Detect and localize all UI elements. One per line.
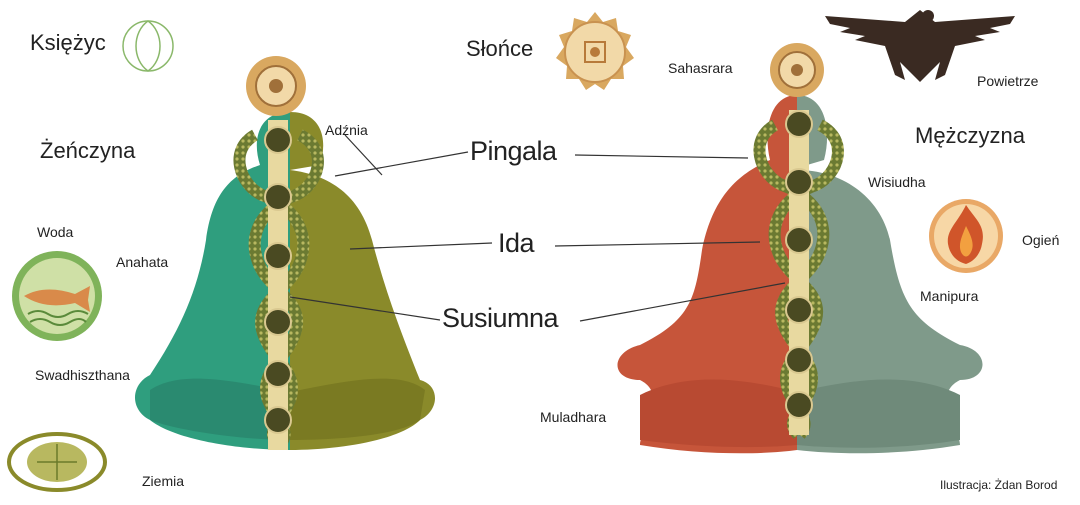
water-label: Woda xyxy=(37,224,74,240)
svadhisthana-label: Swadhiszthana xyxy=(35,367,130,383)
fish-icon xyxy=(12,251,102,341)
ajna-label: Adźnia xyxy=(325,122,368,138)
fire-label: Ogień xyxy=(1022,232,1060,248)
air-label: Powietrze xyxy=(977,73,1039,89)
leader-lines xyxy=(289,134,786,322)
eagle-icon xyxy=(825,10,1015,82)
earth-label: Ziemia xyxy=(142,473,185,489)
moon-symbol xyxy=(122,20,174,72)
moon-label: Księżyc xyxy=(30,30,106,55)
globe-icon xyxy=(7,432,107,492)
ida-label: Ida xyxy=(498,228,535,258)
female-figure xyxy=(135,56,435,450)
anahata-label: Anahata xyxy=(116,254,169,270)
sahasrara-label: Sahasrara xyxy=(668,60,733,76)
lotus-icon xyxy=(770,43,824,97)
male-figure xyxy=(617,43,983,454)
sun-label: Słońce xyxy=(466,36,534,61)
male-label: Mężczyzna xyxy=(915,123,1026,148)
lotus-icon xyxy=(246,56,306,116)
vishuddha-label: Wisiudha xyxy=(868,174,926,190)
illustration-credit: Ilustracja: Żdan Borod xyxy=(940,478,1058,492)
sun-symbol xyxy=(556,12,634,90)
flame-icon xyxy=(929,199,1003,273)
sushumna-label: Susiumna xyxy=(442,303,559,333)
pingala-label: Pingala xyxy=(470,136,557,166)
muladhara-label: Muladhara xyxy=(540,409,607,425)
female-label: Żeńczyna xyxy=(40,138,136,163)
manipura-label: Manipura xyxy=(920,288,979,304)
